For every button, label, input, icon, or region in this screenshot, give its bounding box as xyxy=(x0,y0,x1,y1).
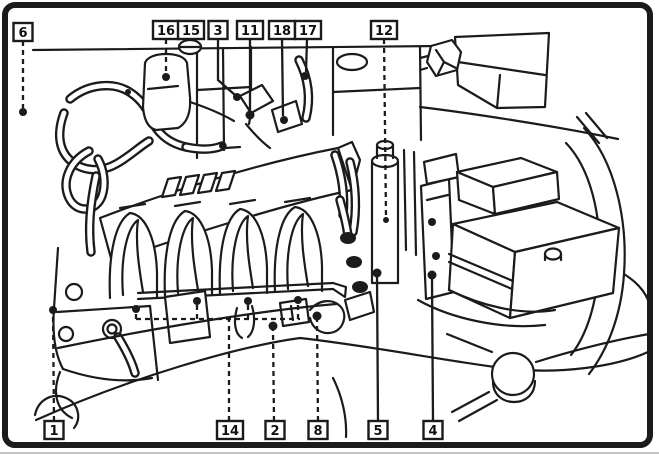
cowl-lines xyxy=(31,44,620,145)
callout-number-4: 4 xyxy=(428,424,437,439)
badge-slot xyxy=(196,171,219,195)
callout-box-2 xyxy=(264,419,286,441)
callout-box-6 xyxy=(12,21,34,43)
callout-12: 12 xyxy=(369,19,399,223)
callout-number-6: 6 xyxy=(18,26,27,41)
callout-15: 15 xyxy=(176,19,206,41)
callout-box-12 xyxy=(369,19,399,41)
leader-line xyxy=(304,38,309,73)
badge-slot xyxy=(160,175,183,199)
callout-6: 6 xyxy=(12,21,34,116)
air-intake-duct xyxy=(418,31,551,110)
leader-dot xyxy=(312,311,322,321)
callout-box-3 xyxy=(207,19,229,41)
leader-line xyxy=(382,38,388,218)
callout-box-8 xyxy=(307,419,329,441)
intake-plenum xyxy=(98,140,362,264)
leader-dot xyxy=(19,108,27,116)
callout-box-5 xyxy=(367,419,389,441)
callout-16: 16 xyxy=(151,19,181,81)
callout-number-12: 12 xyxy=(375,24,393,39)
battery-strap xyxy=(447,252,515,291)
leader-line xyxy=(280,38,285,117)
leader-dot xyxy=(280,116,288,124)
leader-dot xyxy=(49,306,57,314)
leader-dot xyxy=(162,73,170,81)
callout-4: 4 xyxy=(422,270,444,441)
coolant-reservoir xyxy=(141,52,192,132)
diagram-frame xyxy=(2,2,653,448)
callout-box-15 xyxy=(176,19,206,41)
leader-line xyxy=(375,276,380,422)
callout-box-14 xyxy=(215,419,245,441)
callout-number-8: 8 xyxy=(313,424,322,439)
callout-number-15: 15 xyxy=(182,24,200,39)
leader-line xyxy=(271,329,276,422)
leader-line xyxy=(430,278,435,422)
callout-1: 1 xyxy=(43,306,65,441)
callout-number-3: 3 xyxy=(213,24,222,39)
callout-3: 3 xyxy=(207,19,241,101)
lower-body-panel xyxy=(34,290,651,439)
callout-layer: 6 16 15 3 11 18 17 12 1 14 2 8 5 4 xyxy=(12,19,444,441)
ignition-wires xyxy=(330,150,374,314)
oil-dipstick xyxy=(101,318,140,378)
badge-slot xyxy=(178,173,201,197)
leader-line xyxy=(51,313,56,422)
callout-2: 2 xyxy=(264,321,286,441)
callout-number-5: 5 xyxy=(373,424,382,439)
reservoir-cap-icon xyxy=(177,38,203,56)
callout-17: 17 xyxy=(293,19,323,80)
leader-dot xyxy=(268,321,278,331)
battery xyxy=(416,200,621,328)
badge-slot xyxy=(214,169,237,193)
leader-dot xyxy=(301,72,309,80)
mount-bracket xyxy=(419,152,461,301)
callout-box-4 xyxy=(422,419,444,441)
callout-number-17: 17 xyxy=(299,24,317,39)
leader-dot xyxy=(383,217,389,223)
intake-runners xyxy=(108,196,324,300)
callout-number-16: 16 xyxy=(157,24,175,39)
relay-box xyxy=(455,156,561,216)
callout-box-11 xyxy=(235,19,265,41)
upper-intake-fittings xyxy=(188,55,314,150)
filler-cap xyxy=(490,351,537,404)
leader-line xyxy=(216,39,236,96)
callout-number-1: 1 xyxy=(49,424,58,439)
leader-dot xyxy=(245,110,255,120)
callout-18: 18 xyxy=(267,19,297,124)
callout-number-14: 14 xyxy=(221,424,239,439)
leader-dot xyxy=(193,297,201,305)
callout-number-2: 2 xyxy=(270,424,279,439)
callout-number-11: 11 xyxy=(241,24,259,39)
callout-5: 5 xyxy=(367,268,389,441)
callout-11: 11 xyxy=(235,19,265,120)
leader-line xyxy=(315,319,320,422)
callout-number-18: 18 xyxy=(273,24,291,39)
leader-dot xyxy=(244,297,252,305)
leader-dot xyxy=(233,93,241,101)
callout-box-17 xyxy=(293,19,323,41)
callout-14: 14 xyxy=(132,296,302,441)
leader-dot xyxy=(294,296,302,304)
leader-dot xyxy=(132,305,140,313)
callout-8: 8 xyxy=(307,311,329,441)
callout-box-1 xyxy=(43,419,65,441)
leader-dot xyxy=(427,270,437,280)
leader-dot xyxy=(372,268,382,278)
fuel-damper-cylinder xyxy=(370,139,418,285)
battery-terminal xyxy=(543,247,563,261)
